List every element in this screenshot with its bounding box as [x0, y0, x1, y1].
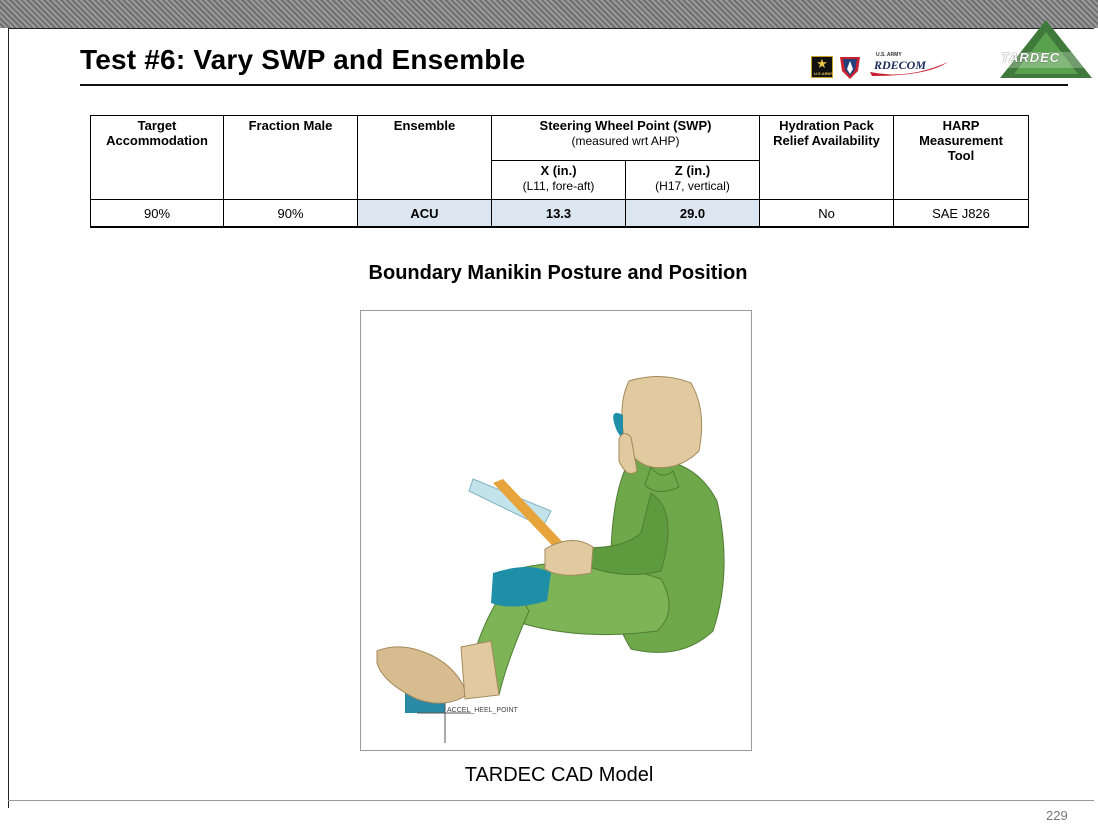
us-army-logo: ★ U.S.ARMY	[811, 56, 834, 78]
rdecom-swoosh	[870, 62, 948, 76]
tardec-logo-text: TARDEC	[1001, 50, 1061, 65]
rdecom-sub-label: U.S. ARMY	[876, 52, 902, 58]
figure-caption: TARDEC CAD Model	[464, 764, 654, 786]
table-row: 90% 90% ACU 13.3 29.0 No SAE J826	[90, 199, 1029, 228]
footer-divider	[8, 800, 1094, 801]
army-star-icon: ★	[816, 56, 828, 71]
header-swp-x: X (in.)(L11, fore-aft)	[491, 160, 626, 200]
cell-target: 90%	[90, 199, 224, 228]
title-underline	[80, 84, 1068, 86]
heel-point-label: ACCEL_HEEL_POINT	[447, 707, 519, 714]
slide-title: Test #6: Vary SWP and Ensemble	[80, 44, 526, 75]
rdecom-logo-text: RDECOM	[874, 58, 927, 72]
cell-hydration: No	[759, 199, 894, 228]
header-swp-z: Z (in.)(H17, vertical)	[625, 160, 760, 200]
cell-harp: SAE J826	[893, 199, 1029, 228]
cad-model-figure: ACCEL_HEEL_POINT	[360, 310, 752, 751]
header-swp: Steering Wheel Point (SWP)(measured wrt …	[491, 115, 760, 161]
cell-swp-x: 13.3	[491, 199, 626, 228]
cell-fraction: 90%	[223, 199, 358, 228]
army-logo-text: U.S.ARMY	[814, 71, 834, 76]
figure-heading: Boundary Manikin Posture and Position	[368, 262, 748, 284]
cell-ensemble: ACU	[357, 199, 492, 228]
cell-swp-z: 29.0	[625, 199, 760, 228]
seated-manikin-illustration: ACCEL_HEEL_POINT	[376, 375, 725, 743]
tardec-logo	[998, 20, 1094, 78]
header-fraction-male: Fraction Male	[223, 115, 358, 200]
army-shield-logo	[840, 57, 860, 79]
top-decorative-band	[0, 0, 1098, 28]
page-number: 229	[1046, 808, 1068, 823]
slide-frame	[8, 28, 1094, 808]
header-ensemble: Ensemble	[357, 115, 492, 200]
